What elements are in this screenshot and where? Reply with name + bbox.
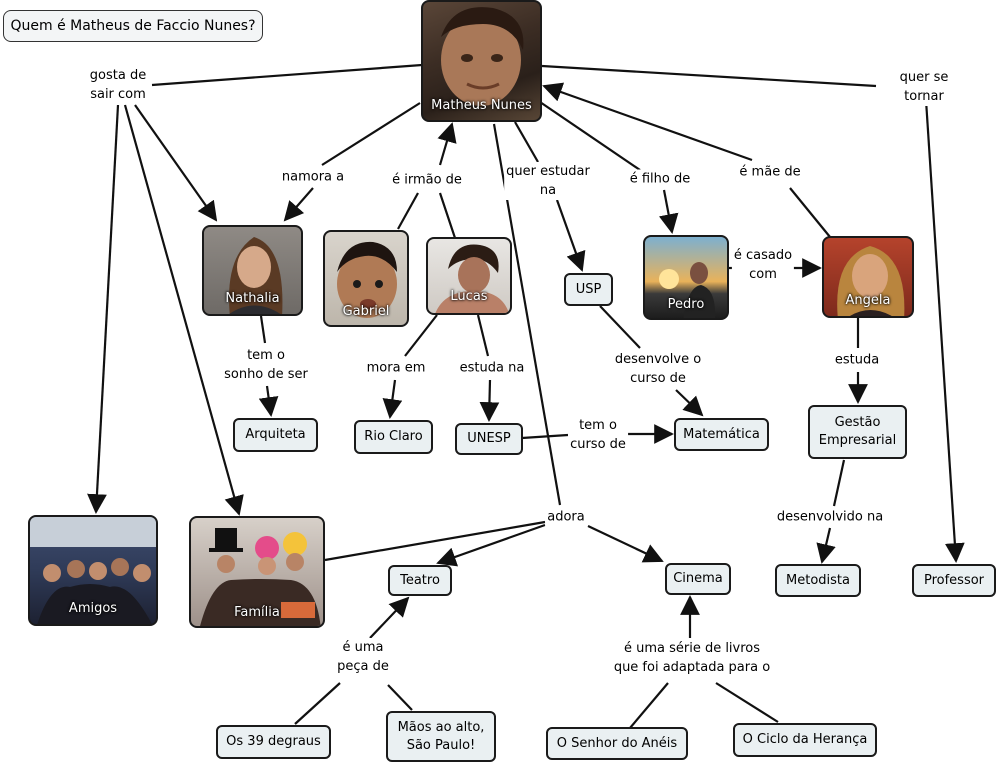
- amigos-photo: [30, 517, 156, 624]
- line-irmao-center: [437, 122, 457, 166]
- link-namora-a: namora a: [279, 167, 347, 187]
- concept-rio-claro[interactable]: Rio Claro: [354, 420, 433, 454]
- link-estuda: estuda: [832, 350, 882, 370]
- line-unesp-temcurso: [521, 433, 569, 440]
- person-angela-label: Angela: [845, 293, 891, 308]
- concept-gestao-empresarial[interactable]: Gestão Empresarial: [808, 405, 907, 459]
- line-mora-rioclaro: [382, 379, 403, 419]
- link-tem-o-sonho-de-ser: tem o sonho de ser: [222, 346, 310, 384]
- line-adora-cinema: [587, 525, 664, 563]
- concept-unesp[interactable]: UNESP: [455, 423, 523, 455]
- line-nathalia-sonho: [259, 315, 267, 344]
- nathalia-photo: [229, 237, 283, 314]
- link-e-uma-peca-de: é uma peça de: [335, 638, 391, 676]
- line-gosta-nathalia: [134, 104, 218, 222]
- person-familia-label: Família: [234, 605, 280, 620]
- person-pedro[interactable]: Pedro: [643, 235, 729, 320]
- concept-metodista[interactable]: Metodista: [775, 564, 861, 597]
- line-gosta-amigos: [87, 104, 120, 514]
- line-usp-desenvolve: [599, 305, 641, 349]
- concept-arquiteta[interactable]: Arquiteta: [233, 418, 318, 452]
- link-gosta-de-sair-com: gosta de sair com: [87, 66, 149, 104]
- line-center-querestudar: [514, 121, 539, 163]
- person-pedro-label: Pedro: [667, 297, 705, 312]
- line-center-namora: [321, 102, 421, 166]
- link-tem-o-curso-de: tem o curso de: [568, 416, 628, 454]
- lucas-photo: [435, 244, 509, 313]
- familia-photo: [200, 528, 321, 626]
- link-quer-estudar-na: quer estudar na: [504, 162, 592, 200]
- line-adora-teatro: [436, 523, 546, 567]
- map-title: Quem é Matheus de Faccio Nunes?: [3, 10, 263, 42]
- person-nathalia-label: Nathalia: [225, 291, 280, 306]
- concept-professor[interactable]: Professor: [912, 564, 996, 597]
- person-amigos-label: Amigos: [68, 601, 118, 616]
- line-adora-familia: [324, 520, 546, 562]
- person-amigos[interactable]: Amigos: [28, 515, 158, 626]
- line-senhor-serie: [629, 682, 669, 729]
- link-e-mae-de: é mãe de: [737, 162, 803, 182]
- line-lucas-irmao: [438, 192, 457, 239]
- link-mora-em: mora em: [364, 358, 428, 378]
- center-node-label: Matheus Nunes: [431, 98, 532, 113]
- gabriel-photo: [337, 241, 397, 318]
- concept-maos-ao-alto[interactable]: Mãos ao alto, São Paulo!: [386, 711, 496, 762]
- line-angela-mae: [789, 187, 831, 238]
- line-desenvolve-matematica: [675, 389, 704, 417]
- link-quer-se-tornar: quer se tornar: [887, 68, 961, 106]
- line-mae-center: [542, 82, 753, 162]
- line-gabriel-irmao: [397, 192, 419, 230]
- line-gestao-desenvolvido: [832, 459, 846, 507]
- line-ciclo-serie: [715, 682, 779, 723]
- line-quertornar-professor: [924, 99, 965, 563]
- person-familia[interactable]: Família: [189, 516, 325, 628]
- concept-matematica[interactable]: Matemática: [674, 418, 769, 451]
- line-lucas-estudana: [476, 314, 490, 357]
- person-angela[interactable]: Angela: [822, 236, 914, 318]
- concept-os-39-degraus[interactable]: Os 39 degraus: [216, 725, 331, 759]
- link-desenvolvido-na: desenvolvido na: [774, 507, 886, 527]
- angela-photo: [837, 246, 905, 316]
- line-estudana-unesp: [479, 379, 500, 422]
- concept-cinema[interactable]: Cinema: [665, 563, 731, 595]
- matheus-photo: [441, 7, 524, 106]
- line-querestudar-usp: [555, 199, 586, 272]
- center-node-matheus[interactable]: Matheus Nunes: [421, 0, 542, 122]
- link-e-filho-de: é filho de: [627, 169, 693, 189]
- line-maos-peca: [387, 684, 413, 711]
- link-e-casado-com: é casado com: [731, 246, 795, 284]
- link-desenvolve-o-curso-de: desenvolve o curso de: [612, 350, 704, 388]
- concept-teatro[interactable]: Teatro: [388, 565, 452, 596]
- line-os39-peca: [294, 682, 341, 725]
- link-adora: adora: [545, 507, 587, 527]
- line-center-quertornar: [541, 64, 877, 88]
- person-lucas-label: Lucas: [450, 289, 488, 304]
- line-lucas-mora: [404, 314, 438, 357]
- pedro-photo: [659, 262, 716, 318]
- concept-ciclo-heranca[interactable]: O Ciclo da Herança: [733, 723, 877, 757]
- person-gabriel-label: Gabriel: [342, 304, 390, 319]
- line-namora-nathalia: [283, 187, 314, 222]
- line-filho-pedro: [658, 189, 679, 234]
- link-e-irmao-de: é irmão de: [390, 170, 464, 190]
- line-sonho-arquiteta: [258, 385, 279, 417]
- person-lucas[interactable]: Lucas: [426, 237, 512, 315]
- person-nathalia[interactable]: Nathalia: [202, 225, 303, 316]
- person-gabriel[interactable]: Gabriel: [323, 230, 409, 327]
- link-e-uma-serie-de-livros: é uma série de livros que foi adaptada p…: [611, 639, 773, 677]
- concept-senhor-dos-aneis[interactable]: O Senhor do Anéis: [546, 727, 688, 760]
- line-center-filho: [539, 101, 641, 171]
- link-estuda-na: estuda na: [457, 358, 527, 378]
- line-desenvolvido-metodista: [816, 527, 836, 564]
- line-peca-teatro: [369, 596, 410, 639]
- line-center-gosta: [151, 63, 423, 87]
- concept-usp[interactable]: USP: [564, 273, 613, 306]
